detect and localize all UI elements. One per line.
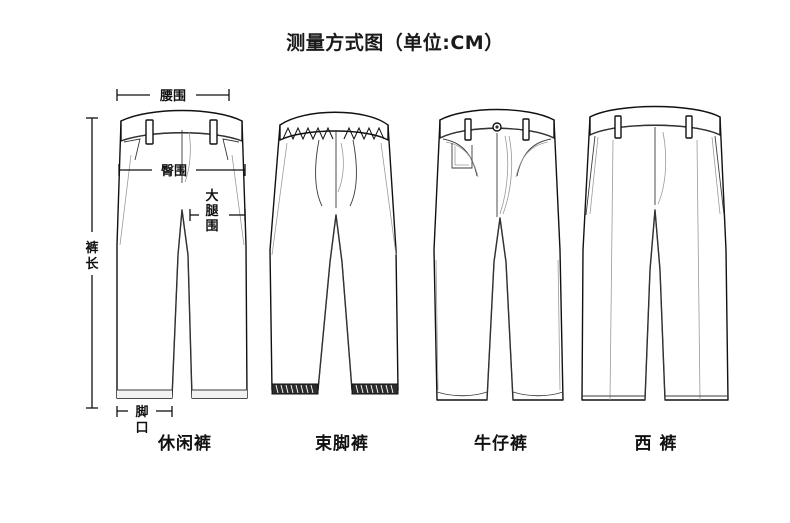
leg-opening-label-char2: 口 xyxy=(135,421,148,436)
dimension-waist: 腰围 xyxy=(116,89,230,104)
hip-label: 臀围 xyxy=(161,164,187,179)
dimension-hip: 臀围 xyxy=(118,164,246,179)
leg-opening-label-char1: 脚 xyxy=(135,404,148,420)
figure-jogger-pants xyxy=(269,111,399,395)
thigh-label-char1: 大 xyxy=(205,188,218,204)
thigh-label-char2: 腿 xyxy=(205,204,218,219)
caption-jogger-pants: 束脚裤 xyxy=(315,434,369,454)
casual-pants-drawing xyxy=(116,109,248,399)
caption-dress-pants: 西 裤 xyxy=(634,434,678,454)
caption-jeans: 牛仔裤 xyxy=(474,434,528,454)
length-label-char1: 裤 xyxy=(84,240,98,256)
dimension-leg-opening: 脚 口 xyxy=(116,404,173,436)
page-title: 测量方式图（单位:CM） xyxy=(286,32,504,54)
caption-casual-pants: 休闲裤 xyxy=(158,434,212,454)
waist-label: 腰围 xyxy=(159,89,186,104)
dimension-length: 裤 长 xyxy=(84,117,99,409)
thigh-label-char3: 围 xyxy=(205,219,218,234)
figure-jeans xyxy=(433,108,564,401)
dimension-thigh: 大 腿 围 xyxy=(189,188,246,234)
length-label-char2: 长 xyxy=(85,256,99,272)
figure-dress-pants xyxy=(581,105,729,401)
